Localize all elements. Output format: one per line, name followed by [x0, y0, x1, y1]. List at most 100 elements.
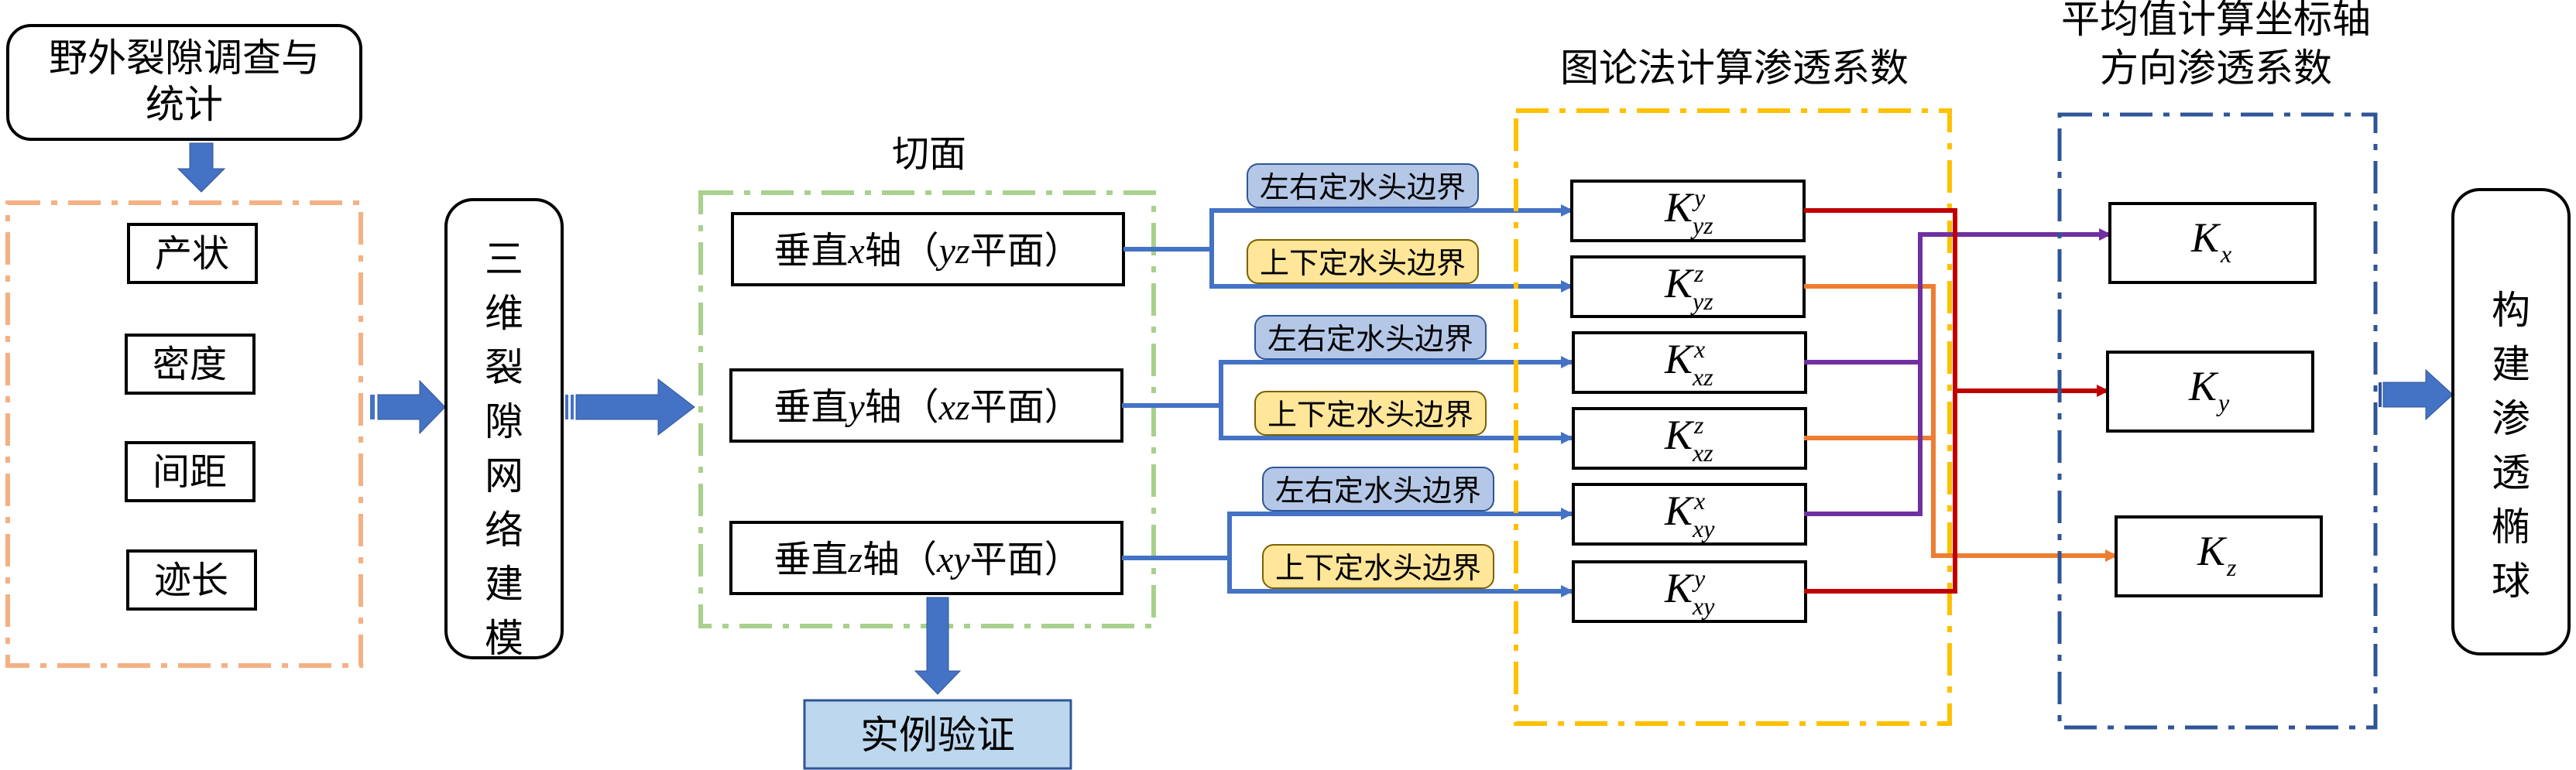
coefficient-sub: yz [1690, 211, 1713, 239]
down-arrow-icon [914, 597, 962, 695]
sections-title: 切面 [892, 132, 966, 176]
plane-label: 垂直x轴（yz平面） [773, 229, 1081, 272]
coefficient-sub: xz [1692, 439, 1713, 467]
plane-box-x[interactable]: 垂直x轴（yz平面） [731, 212, 1125, 286]
attribute-label: 间距 [153, 450, 227, 494]
label-char: 渗 [2492, 396, 2530, 441]
average-label: K [2197, 528, 2228, 574]
boundary-label-text: 上下定水头边界 [1260, 246, 1466, 280]
attribute-box-spacing[interactable]: 间距 [125, 441, 256, 502]
label-char: 模 [485, 616, 523, 661]
average-sub: z [2226, 553, 2237, 581]
verify-box[interactable]: 实例验证 [803, 699, 1072, 770]
coefficient-sub: xy [1692, 515, 1715, 542]
survey-title-line2: 统计 [146, 82, 223, 127]
coefficient-label: K [1664, 184, 1695, 231]
coefficient-sup: x [1693, 335, 1705, 363]
label-char: 网 [485, 453, 523, 498]
plane-box-z[interactable]: 垂直z轴（xy平面） [729, 521, 1123, 595]
coefficient-label: K [1664, 260, 1695, 306]
boundary-branches: 左右定水头边界上下定水头边界左右定水头边界上下定水头边界左右定水头边界上下定水头… [1122, 163, 1573, 597]
label-char: 络 [485, 508, 523, 553]
attribute-box-trace-length[interactable]: 迹长 [126, 549, 257, 611]
label-char: 三 [485, 237, 523, 282]
boundary-label-ud[interactable]: 上下定水头边界 [1262, 544, 1494, 589]
graph-method-title: 图论法计算渗透系数 [1560, 46, 1909, 91]
label-char: 维 [485, 291, 523, 336]
boundary-label-ud[interactable]: 上下定水头边界 [1254, 391, 1487, 436]
attribute-label: 迹长 [154, 559, 228, 602]
coefficient-sup: z [1693, 259, 1704, 287]
right-arrow-icon [565, 378, 695, 436]
label-char: 隙 [485, 399, 523, 444]
coefficient-sup: y [1692, 564, 1706, 592]
average-sub: y [2216, 388, 2230, 416]
down-arrow-icon [177, 142, 226, 193]
boundary-label-ud[interactable]: 上下定水头边界 [1247, 239, 1479, 284]
boundary-label-text: 左右定水头边界 [1260, 170, 1466, 204]
label-char: 构 [2492, 288, 2530, 333]
label-char: 透 [2492, 450, 2530, 495]
survey-title-line1: 野外裂隙调查与 [49, 36, 320, 80]
label-char: 建 [2492, 342, 2530, 387]
coefficient-sup: z [1693, 411, 1704, 439]
coefficient-label: K [1664, 412, 1695, 458]
coefficient-label: K [1664, 336, 1695, 382]
attribute-box-density[interactable]: 密度 [125, 334, 256, 395]
coefficient-sub: yz [1690, 287, 1713, 315]
coefficient-sup: y [1692, 183, 1706, 211]
plane-label: 垂直z轴（xy平面） [773, 538, 1081, 581]
boundary-label-lr[interactable]: 左右定水头边界 [1262, 467, 1494, 512]
coefficient-sub: xy [1692, 592, 1715, 620]
plane-label: 垂直y轴（xz平面） [773, 385, 1081, 429]
averaging-title-line1: 平均值计算坐标轴 [2061, 0, 2371, 42]
verify-label: 实例验证 [860, 713, 1015, 758]
average-label: K [2190, 214, 2221, 261]
coefficient-label: K [1664, 488, 1695, 534]
survey-section: 野外裂隙调查与 统计 产状 密度 间距 迹长 [5, 24, 363, 668]
attribute-label: 密度 [153, 343, 227, 386]
average-label: K [2188, 363, 2219, 409]
plane-box-y[interactable]: 垂直y轴（xz平面） [729, 368, 1123, 443]
boundary-label-text: 左右定水头边界 [1275, 474, 1481, 508]
survey-title-box[interactable] [6, 24, 362, 141]
label-char: 建 [485, 562, 523, 607]
coefficient-sub: xz [1692, 363, 1713, 391]
coefficient-label: K [1664, 565, 1695, 611]
attribute-label: 产状 [155, 232, 229, 275]
label-char: 球 [2492, 559, 2530, 604]
label-char: 椭 [2492, 505, 2530, 549]
sections-section: 切面 垂直x轴（yz平面） 垂直y轴（xz平面） 垂直z轴（xy平面） 实例验证 [698, 132, 1156, 770]
coefficient-sup: x [1693, 487, 1705, 515]
boundary-label-text: 上下定水头边界 [1275, 551, 1481, 585]
averaging-title-line2: 方向渗透系数 [2100, 46, 2332, 91]
boundary-label-lr[interactable]: 左右定水头边界 [1247, 163, 1479, 208]
right-arrow-icon [370, 379, 446, 435]
boundary-label-text: 上下定水头边界 [1267, 398, 1473, 432]
attribute-box-orientation[interactable]: 产状 [127, 223, 258, 284]
right-arrow-icon [2379, 368, 2454, 421]
coefficient-links [1804, 208, 2118, 594]
label-char: 裂 [485, 345, 523, 390]
boundary-label-lr[interactable]: 左右定水头边界 [1254, 315, 1487, 360]
averaging-group [2057, 112, 2378, 730]
